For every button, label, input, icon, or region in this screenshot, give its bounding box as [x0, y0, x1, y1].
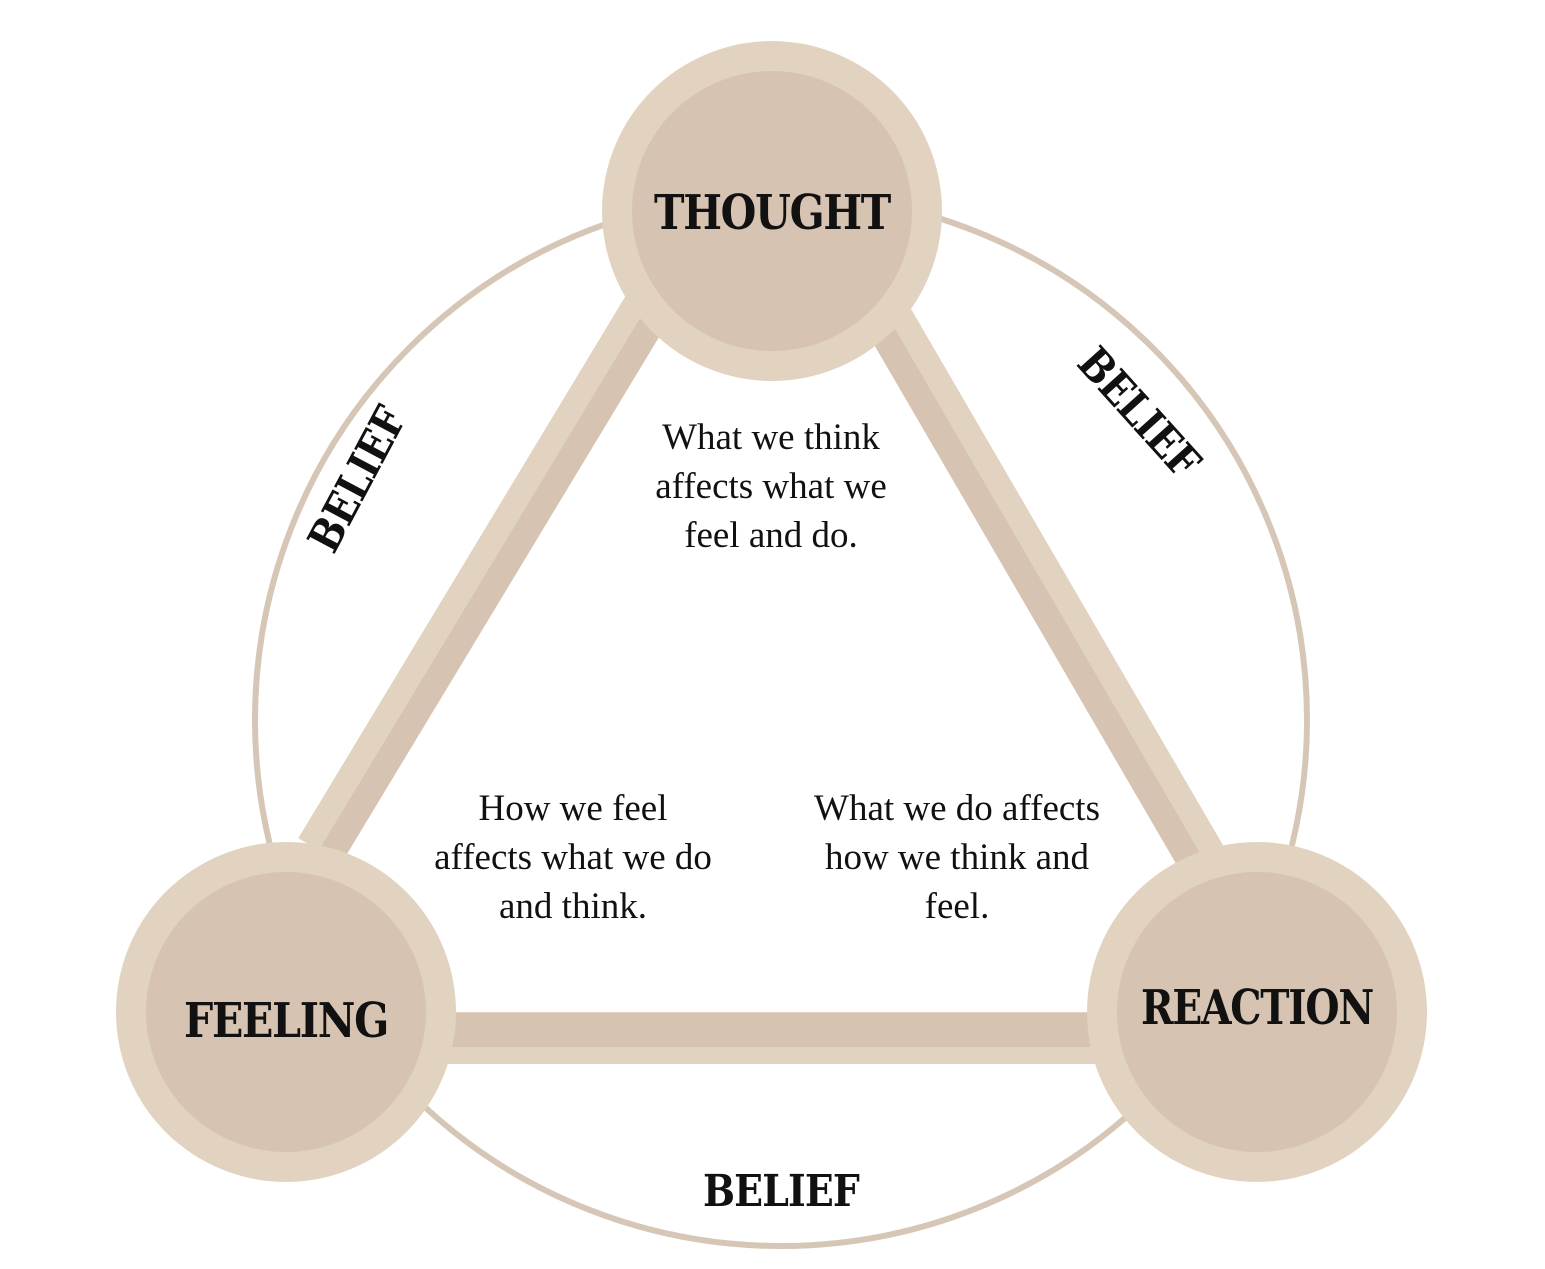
description-feeling: How we feel affects what we do and think… [434, 788, 712, 927]
node-feeling: FEELING [116, 842, 456, 1182]
node-feeling-label: FEELING [184, 993, 388, 1049]
node-reaction-label: REACTION [1141, 980, 1373, 1036]
description-thought: What we think affects what we feel and d… [655, 417, 887, 556]
node-thought: THOUGHT [602, 41, 942, 381]
description-reaction-line: how we think and [825, 837, 1090, 878]
node-reaction: REACTION [1087, 842, 1427, 1182]
description-feeling-line: affects what we do [434, 837, 712, 878]
description-reaction: What we do affects how we think and feel… [814, 788, 1100, 927]
description-reaction-line: feel. [925, 886, 990, 927]
belief-label-right: BELIEF [1067, 338, 1210, 489]
connector-thought-reaction [861, 298, 1225, 874]
description-reaction-line: What we do affects [814, 788, 1100, 829]
connector-thought-feeling [298, 288, 674, 864]
belief-label-bottom: BELIEF [703, 1166, 860, 1217]
description-feeling-line: How we feel [478, 788, 667, 829]
connector-feeling-reaction [420, 1012, 1110, 1064]
description-thought-line: feel and do. [684, 515, 858, 556]
node-thought-label: THOUGHT [654, 185, 892, 241]
description-thought-line: What we think [662, 417, 880, 458]
description-thought-line: affects what we [655, 466, 887, 507]
description-feeling-line: and think. [499, 886, 647, 927]
